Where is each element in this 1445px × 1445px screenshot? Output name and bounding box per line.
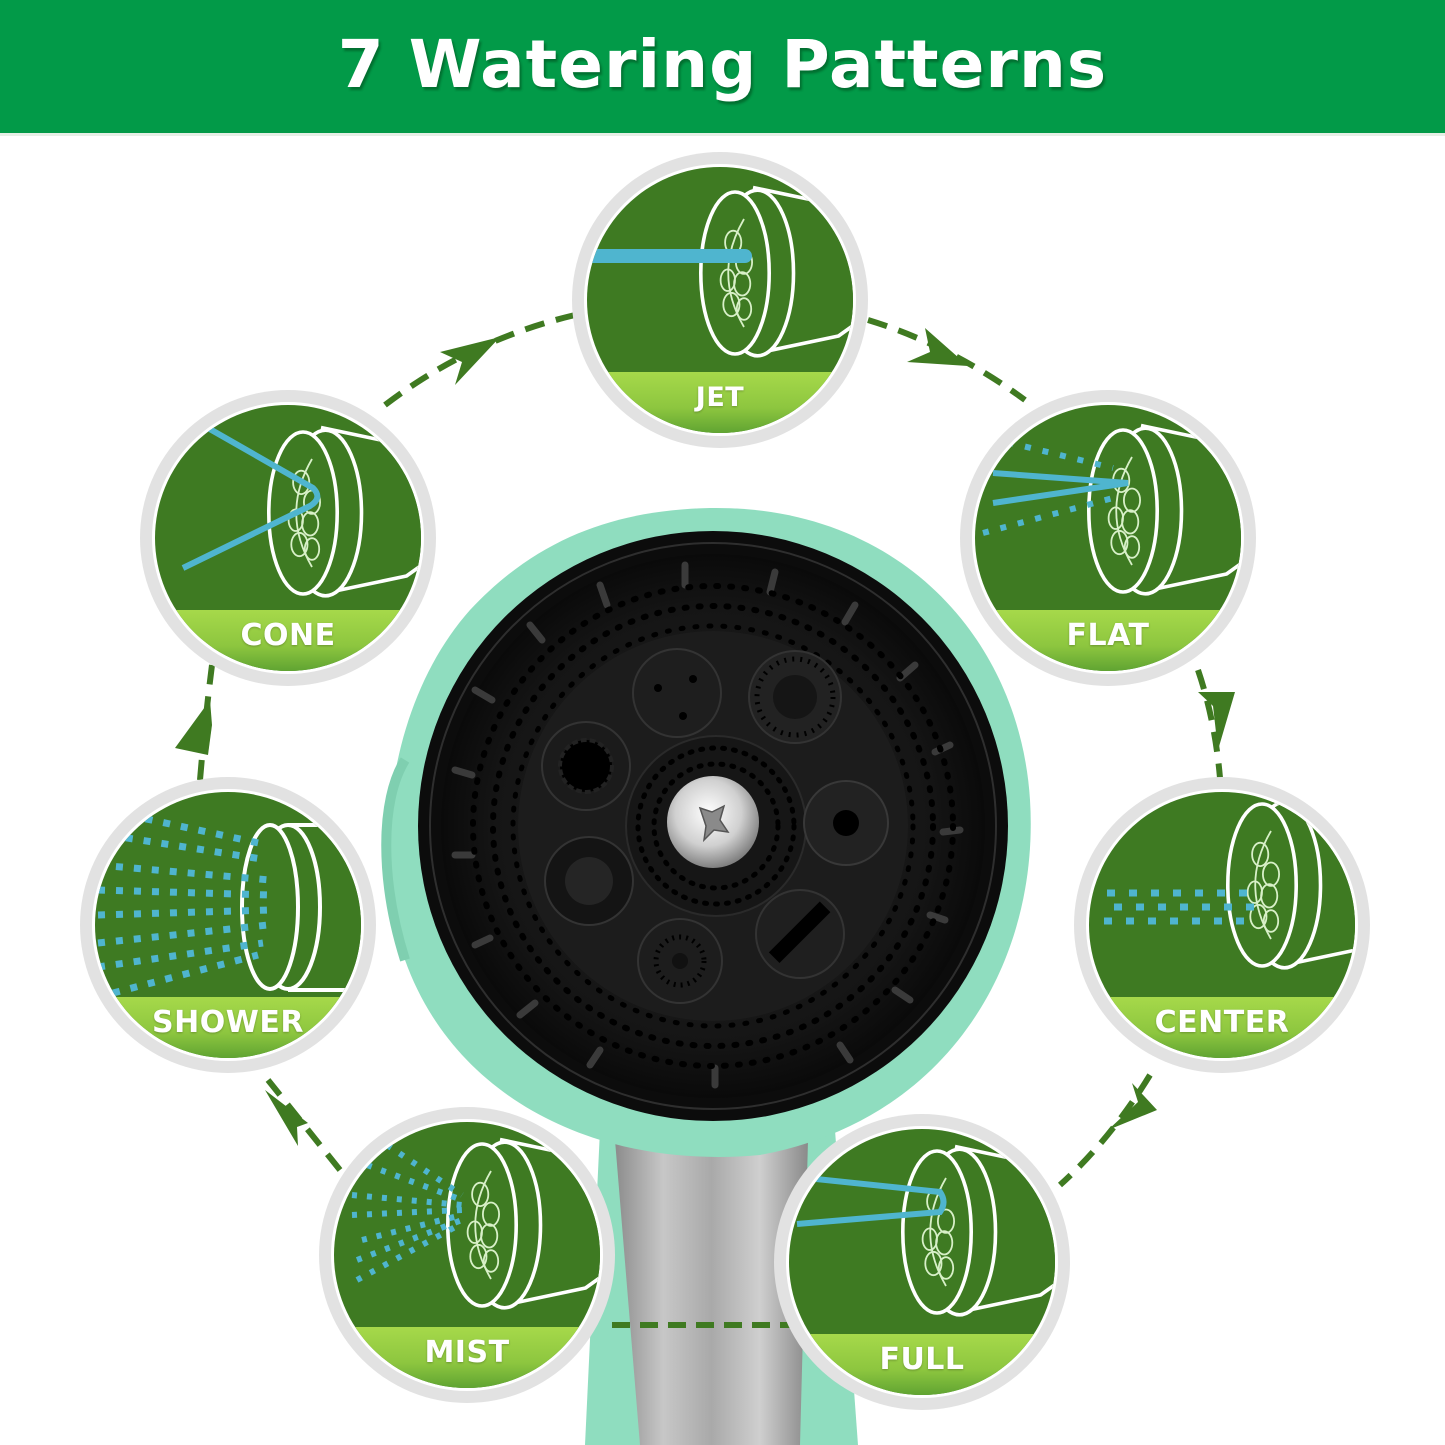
badge-full	[774, 1114, 1070, 1410]
badge-shower	[80, 777, 376, 1073]
arrowhead-flat-center	[1198, 692, 1235, 750]
pattern-label-cone: CONE	[240, 618, 336, 653]
pattern-label-flat: FLAT	[1066, 618, 1150, 653]
arrow-shower-to-cone	[197, 664, 215, 781]
arrowhead-jet-flat	[907, 328, 968, 366]
arrowhead-mist-shower	[265, 1090, 308, 1146]
arrow-center-to-full	[1057, 1073, 1153, 1188]
arrow-cone-to-jet	[383, 312, 576, 408]
product-nozzle	[381, 507, 1031, 1445]
badge-jet	[572, 152, 868, 448]
arrow-flat-to-center	[1195, 669, 1223, 779]
pattern-label-shower: SHOWER	[152, 1005, 304, 1040]
pattern-label-center: CENTER	[1154, 1005, 1290, 1040]
title-banner: 7 Watering Patterns	[0, 0, 1445, 133]
pattern-label-mist: MIST	[424, 1335, 510, 1370]
arrowhead-center-full	[1108, 1083, 1157, 1130]
arrow-heads	[175, 328, 1235, 1146]
pattern-label-jet: JET	[695, 382, 745, 413]
banner-title: 7 Watering Patterns	[337, 26, 1108, 103]
badge-flat	[960, 390, 1256, 686]
arrowhead-shower-cone	[175, 700, 212, 755]
arrow-mist-to-shower	[265, 1078, 343, 1172]
pattern-label-full: FULL	[879, 1342, 965, 1377]
arrowhead-cone-jet	[440, 337, 500, 385]
banner-divider	[0, 133, 1445, 136]
